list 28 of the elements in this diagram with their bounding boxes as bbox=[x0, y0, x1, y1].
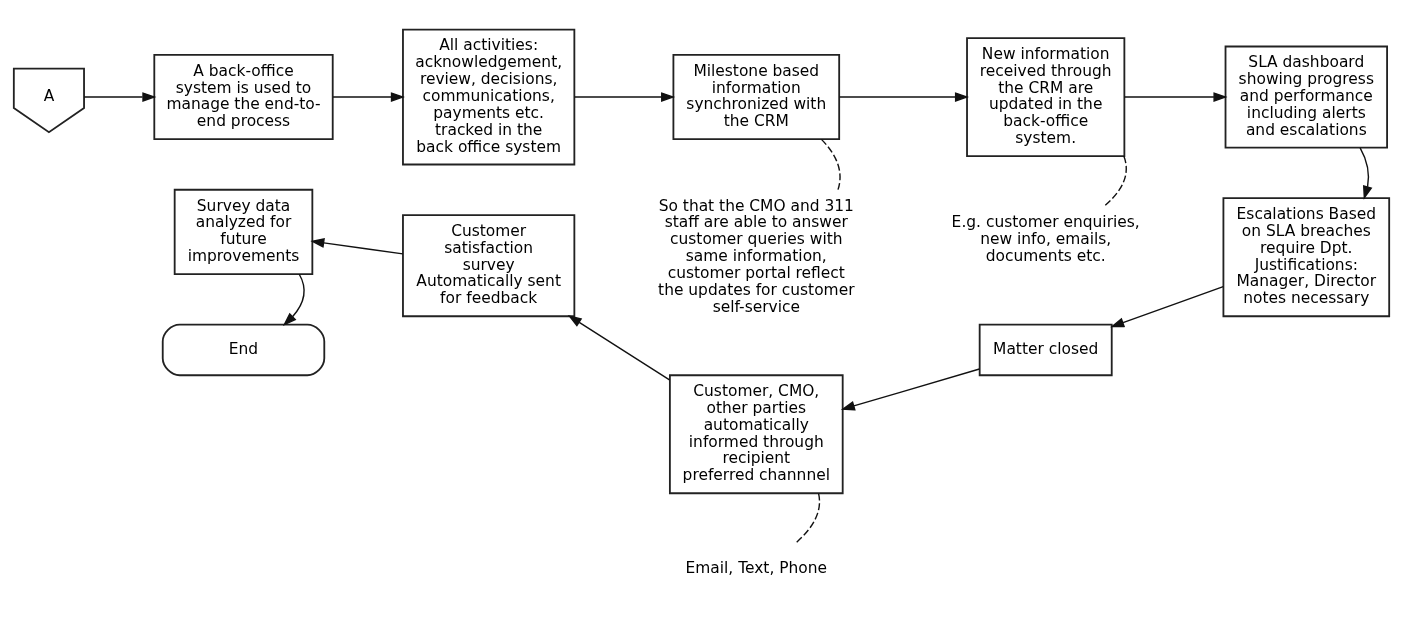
node-box: All activities: acknowledgement, review, decisions, communications, payments etc. tracked in the back office system bbox=[402, 28, 576, 166]
arrow bbox=[573, 92, 676, 102]
arrow bbox=[282, 273, 305, 327]
arrow bbox=[838, 92, 969, 102]
arrow bbox=[332, 92, 405, 102]
arrow bbox=[567, 315, 671, 381]
arrow bbox=[840, 368, 981, 411]
node-box: Escalations Based on SLA breaches require Dpt. Justifications: Manager, Director notes necessary bbox=[1222, 197, 1391, 318]
node-text: Email, Text, Phone bbox=[685, 559, 828, 578]
node-box: New information received through the CRM are updated in the back-office system. bbox=[966, 37, 1126, 157]
arrow bbox=[1359, 147, 1373, 200]
node-box: SLA dashboard showing progress and performance including alerts and escalations bbox=[1224, 45, 1388, 149]
node-box: Customer satisfaction survey Automatically sent for feedback bbox=[402, 214, 576, 318]
node-box: Milestone based information synchronized with the CRM bbox=[672, 54, 841, 141]
node-box: Matter closed bbox=[978, 323, 1113, 377]
arrow bbox=[1123, 92, 1228, 102]
node-box: End bbox=[161, 323, 326, 377]
connector bbox=[820, 138, 841, 191]
arrow bbox=[310, 238, 404, 255]
arrow bbox=[1110, 285, 1224, 328]
connector bbox=[1103, 155, 1127, 207]
connector bbox=[794, 492, 821, 544]
node-text: So that the CMO and 311 staff are able to answer customer queries with same information, customer portal reflect the updates for customer self-service bbox=[658, 196, 855, 316]
node-box: Survey data analyzed for future improvements bbox=[173, 188, 314, 275]
arrow bbox=[83, 92, 157, 102]
node-text: E.g. customer enquiries, new info, emails, documents etc. bbox=[951, 213, 1140, 266]
node-box: Customer, CMO, other parties automatically informed through recipient preferred channnel bbox=[668, 374, 844, 495]
node-box: A back-office system is used to manage the end-to-end process bbox=[153, 54, 334, 141]
